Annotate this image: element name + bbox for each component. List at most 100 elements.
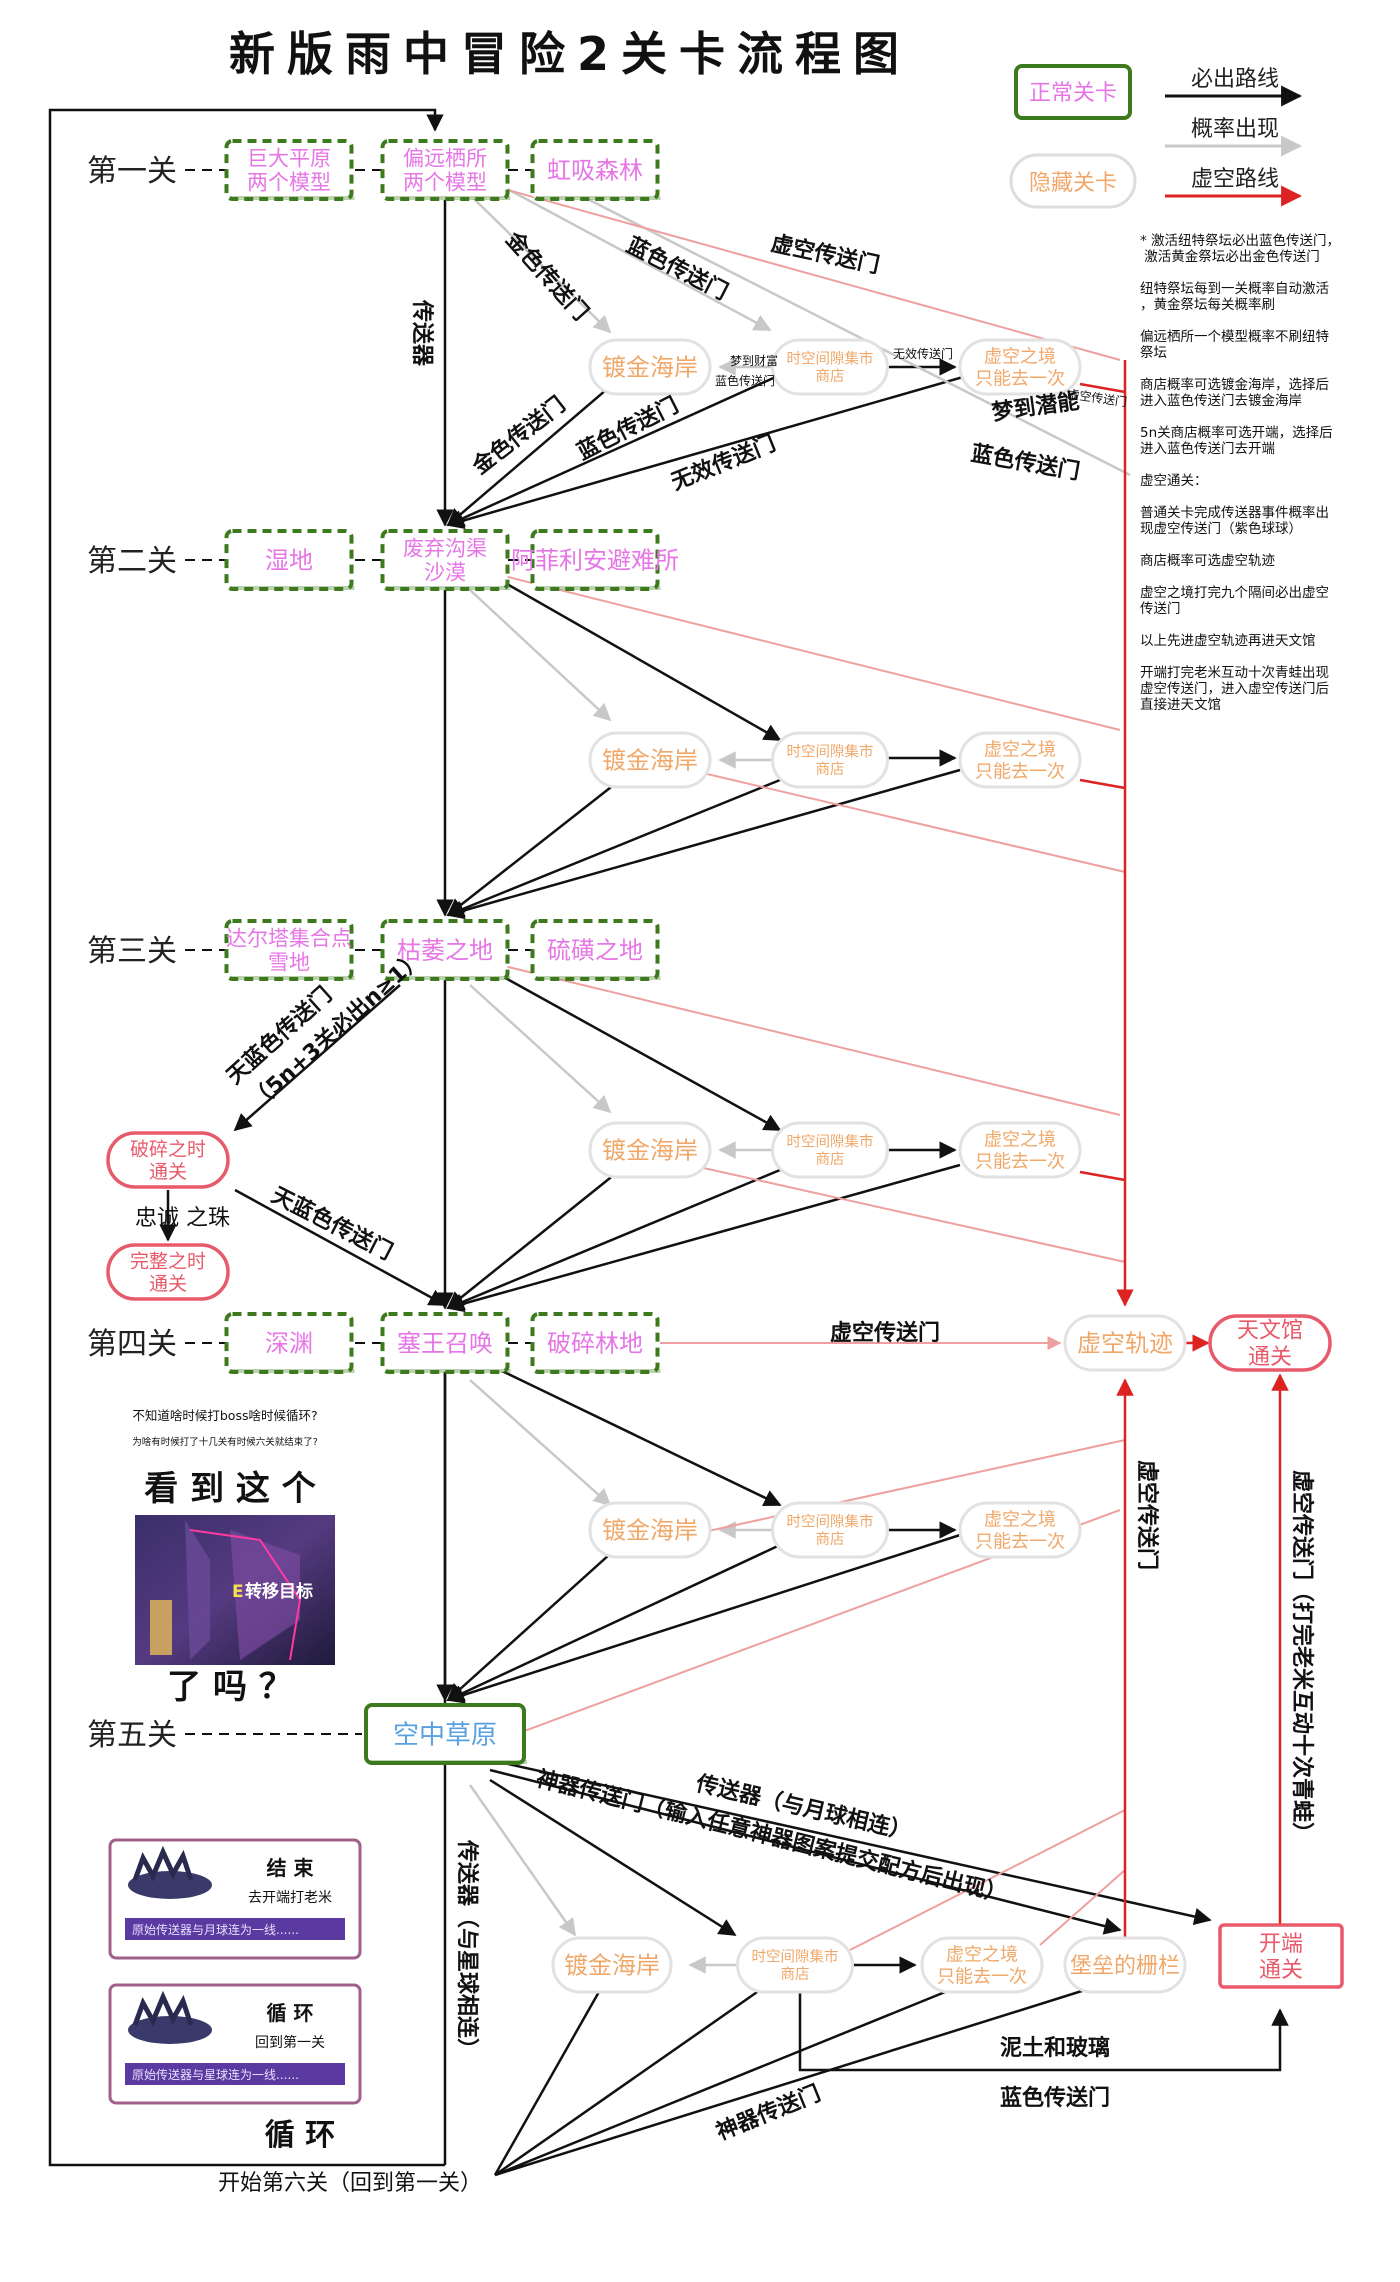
stage-label-3: 第三关 (87, 934, 177, 969)
stage-2-map-2[interactable]: 废弃沟渠沙漠 (380, 529, 511, 591)
stage-2-map-1[interactable]: 湿地 (224, 529, 355, 591)
label-blue-portal-diving: 蓝色传送门 (969, 440, 1082, 485)
label-void-portal-vertical: 虚空传送门 (1134, 1460, 1160, 1570)
meme-key: E (232, 1582, 244, 1602)
meme-big-bottom: 了 吗 ？ (167, 1667, 293, 1707)
label-artifact-portal: 神器传送门（输入任意神器图案提交配方后出现） (534, 1766, 1010, 1908)
note-3: 偏远栖所一个模型概率不刷纽特祭坛 (1140, 328, 1329, 361)
ending-card-subtitle: 回到第一关 (255, 2034, 325, 2051)
complete-ending-node[interactable]: 完整之时通关 (106, 1243, 230, 1301)
bazaar-node-2-label: 时空间隙集市商店 (787, 744, 874, 778)
meme-question-2: 为啥有时候打了十几关有时候六关就结束了? (132, 1436, 318, 1448)
label-gold-portal-return: 金色传送门 (467, 392, 570, 481)
stage-1-map-3[interactable]: 虹吸森林 (530, 139, 661, 201)
survivor-figure (150, 1600, 172, 1655)
void-realm-node-4[interactable]: 虚空之境只能去一次 (958, 1501, 1082, 1559)
stage-4-map-3[interactable]: 破碎林地 (530, 1312, 661, 1374)
diagram-title: 新版雨中冒险2关卡流程图 (229, 27, 911, 81)
observatory-ending-node[interactable]: 天文馆通关 (1208, 1314, 1332, 1372)
label-dirt-glass: 泥土和玻璃 (1000, 2035, 1110, 2061)
stage-map-name: 虹吸森林 (547, 157, 643, 185)
void-realm-node-3[interactable]: 虚空之境只能去一次 (958, 1121, 1082, 1179)
void-light-routes (489, 184, 1126, 1951)
bazaar-node-4-label: 时空间隙集市商店 (787, 1514, 874, 1548)
gilded-coast-node-1-label: 镀金海岸 (602, 354, 698, 382)
stage-5-map-1[interactable]: 空中草原 (364, 1703, 527, 1765)
bazaar-node-2[interactable]: 时空间隙集市商店 (771, 731, 889, 789)
legend-hidden-box (1009, 153, 1137, 209)
stage-1-map-1[interactable]: 巨大平原两个模型 (224, 139, 355, 201)
ending-card-bar-text: 原始传送器与星球连为一线...... (132, 2067, 299, 2082)
gilded-coast-node-3-label: 镀金海岸 (602, 1137, 698, 1165)
shattered-ending-node[interactable]: 破碎之时通关 (106, 1131, 230, 1189)
stage-boxes: 巨大平原两个模型 偏远栖所两个模型 虹吸森林湿地废弃沟渠沙漠阿菲利安避难所达尔塔集合… (224, 139, 679, 1765)
stage-map-name: 枯萎之地 (397, 937, 493, 965)
bazaar-node-3[interactable]: 时空间隙集市商店 (771, 1121, 889, 1179)
gilded-coast-node-1[interactable]: 镀金海岸 (588, 338, 712, 396)
ending-card-title: 结 束 (267, 1856, 315, 1880)
bazaar-node-5[interactable]: 时空间隙集市商店 (736, 1936, 854, 1994)
void-realm-node-1[interactable]: 虚空之境只能去一次 (958, 338, 1082, 396)
void-realm-node-1-label: 虚空之境只能去一次 (975, 347, 1065, 390)
bazaar-node-4[interactable]: 时空间隙集市商店 (771, 1501, 889, 1559)
void-realm-node-2[interactable]: 虚空之境只能去一次 (958, 731, 1082, 789)
label-blue-portal-small: 蓝色传送门 (715, 373, 775, 388)
stage-3-map-3[interactable]: 硫磺之地 (530, 919, 661, 981)
gilded-coast-node-4[interactable]: 镀金海岸 (588, 1501, 712, 1559)
void-routes (1079, 360, 1289, 1950)
void-realm-node-5[interactable]: 虚空之境只能去一次 (920, 1936, 1044, 1994)
void-realm-node-4-label: 虚空之境只能去一次 (975, 1510, 1065, 1553)
primordial-teleporter-ending-node[interactable]: 开端通关 (1218, 1923, 1344, 1989)
void-locus-node[interactable]: 虚空轨迹 (1063, 1314, 1187, 1372)
legend: 正常关卡 隐藏关卡 必出路线 概率出现 虚空路线 (1009, 64, 1303, 209)
stage-label-4: 第四关 (87, 1327, 177, 1362)
stage-3-map-2[interactable]: 枯萎之地 (380, 919, 511, 981)
stage-map-name: 阿菲利安避难所 (511, 547, 679, 575)
ending-card-title: 循 环 (267, 2001, 314, 2025)
meme-overlay-text: 转移目标 (245, 1581, 313, 1602)
ending-card-2: 循 环回到第一关原始传送器与星球连为一线...... (108, 1983, 362, 2105)
legend-normal-box (1014, 64, 1132, 120)
legend-normal-stage: 正常关卡 (1029, 81, 1117, 106)
stage-4-map-1[interactable]: 深渊 (224, 1312, 355, 1374)
label-void-portal-stage4: 虚空传送门 (830, 1320, 940, 1346)
gilded-coast-node-5[interactable]: 镀金海岸 (551, 1936, 673, 1994)
stage-1-map-2[interactable]: 偏远栖所两个模型 (380, 139, 511, 201)
bazaar-node-1-label: 时空间隙集市商店 (787, 351, 874, 385)
label-void-portal-top: 虚空传送门 (769, 230, 882, 278)
label-pearl: 忠诚 之珠 (135, 1206, 230, 1231)
gilded-coast-node-2[interactable]: 镀金海岸 (588, 731, 712, 789)
bazaar-node-5-label: 时空间隙集市商店 (752, 1949, 839, 1983)
stage-4-map-2[interactable]: 塞王召唤 (380, 1312, 511, 1374)
gilded-coast-node-3[interactable]: 镀金海岸 (588, 1121, 712, 1179)
stage-map-name: 塞王召唤 (397, 1330, 493, 1358)
stage-3-map-1[interactable]: 达尔塔集合点雪地 (224, 919, 355, 981)
label-teleporter-star: 传送器（与星球相连） (454, 1839, 480, 2060)
label-teleporter: 传送器 (409, 299, 435, 367)
shattered-ending-node-label: 破碎之时通关 (130, 1138, 206, 1183)
note-6: 虚空通关： (1140, 473, 1208, 489)
label-void-portal-observatory: 虚空传送门（打完老米互动十次青蛙） (1289, 1470, 1315, 1844)
stage-map-name: 硫磺之地 (547, 937, 643, 965)
complete-ending-node-label: 完整之时通关 (130, 1250, 206, 1295)
must-routes (159, 200, 1289, 2177)
stage-map-name: 废弃沟渠沙漠 (403, 536, 487, 584)
stage-label-1: 第一关 (87, 154, 177, 189)
label-null-portal: 无效传送门 (668, 430, 780, 495)
void-realm-node-3-label: 虚空之境只能去一次 (975, 1130, 1065, 1173)
notes-panel: * 激活纽特祭坛必出蓝色传送门， 激活黄金祭坛必出金色传送门纽特祭坛每到一关概率… (1140, 232, 1340, 713)
note-11: 开端打完老米互动十次青蛙出现虚空传送门，进入虚空传送门后直接进天文馆 (1140, 664, 1329, 713)
meme-question-1: 不知道啥时候打boss啥时候循环? (132, 1408, 317, 1423)
ending-card-1: 结 束去开端打老米原始传送器与月球连为一线...... (108, 1838, 362, 1960)
stage-map-name: 巨大平原两个模型 (247, 146, 331, 194)
stage-label-5: 第五关 (87, 1718, 177, 1753)
ending-card-bar-text: 原始传送器与月球连为一线...... (132, 1922, 299, 1937)
label-blue-portal-bottom: 蓝色传送门 (1000, 2085, 1110, 2111)
primordial-label: 开端通关 (1259, 1932, 1303, 1983)
bulwarks-ambry-node[interactable]: 堡垒的栅栏 (1063, 1936, 1187, 1994)
bazaar-node-1[interactable]: 时空间隙集市商店 (771, 338, 889, 396)
stage-label-2: 第二关 (87, 544, 177, 579)
stage-2-map-3[interactable]: 阿菲利安避难所 (511, 529, 679, 591)
